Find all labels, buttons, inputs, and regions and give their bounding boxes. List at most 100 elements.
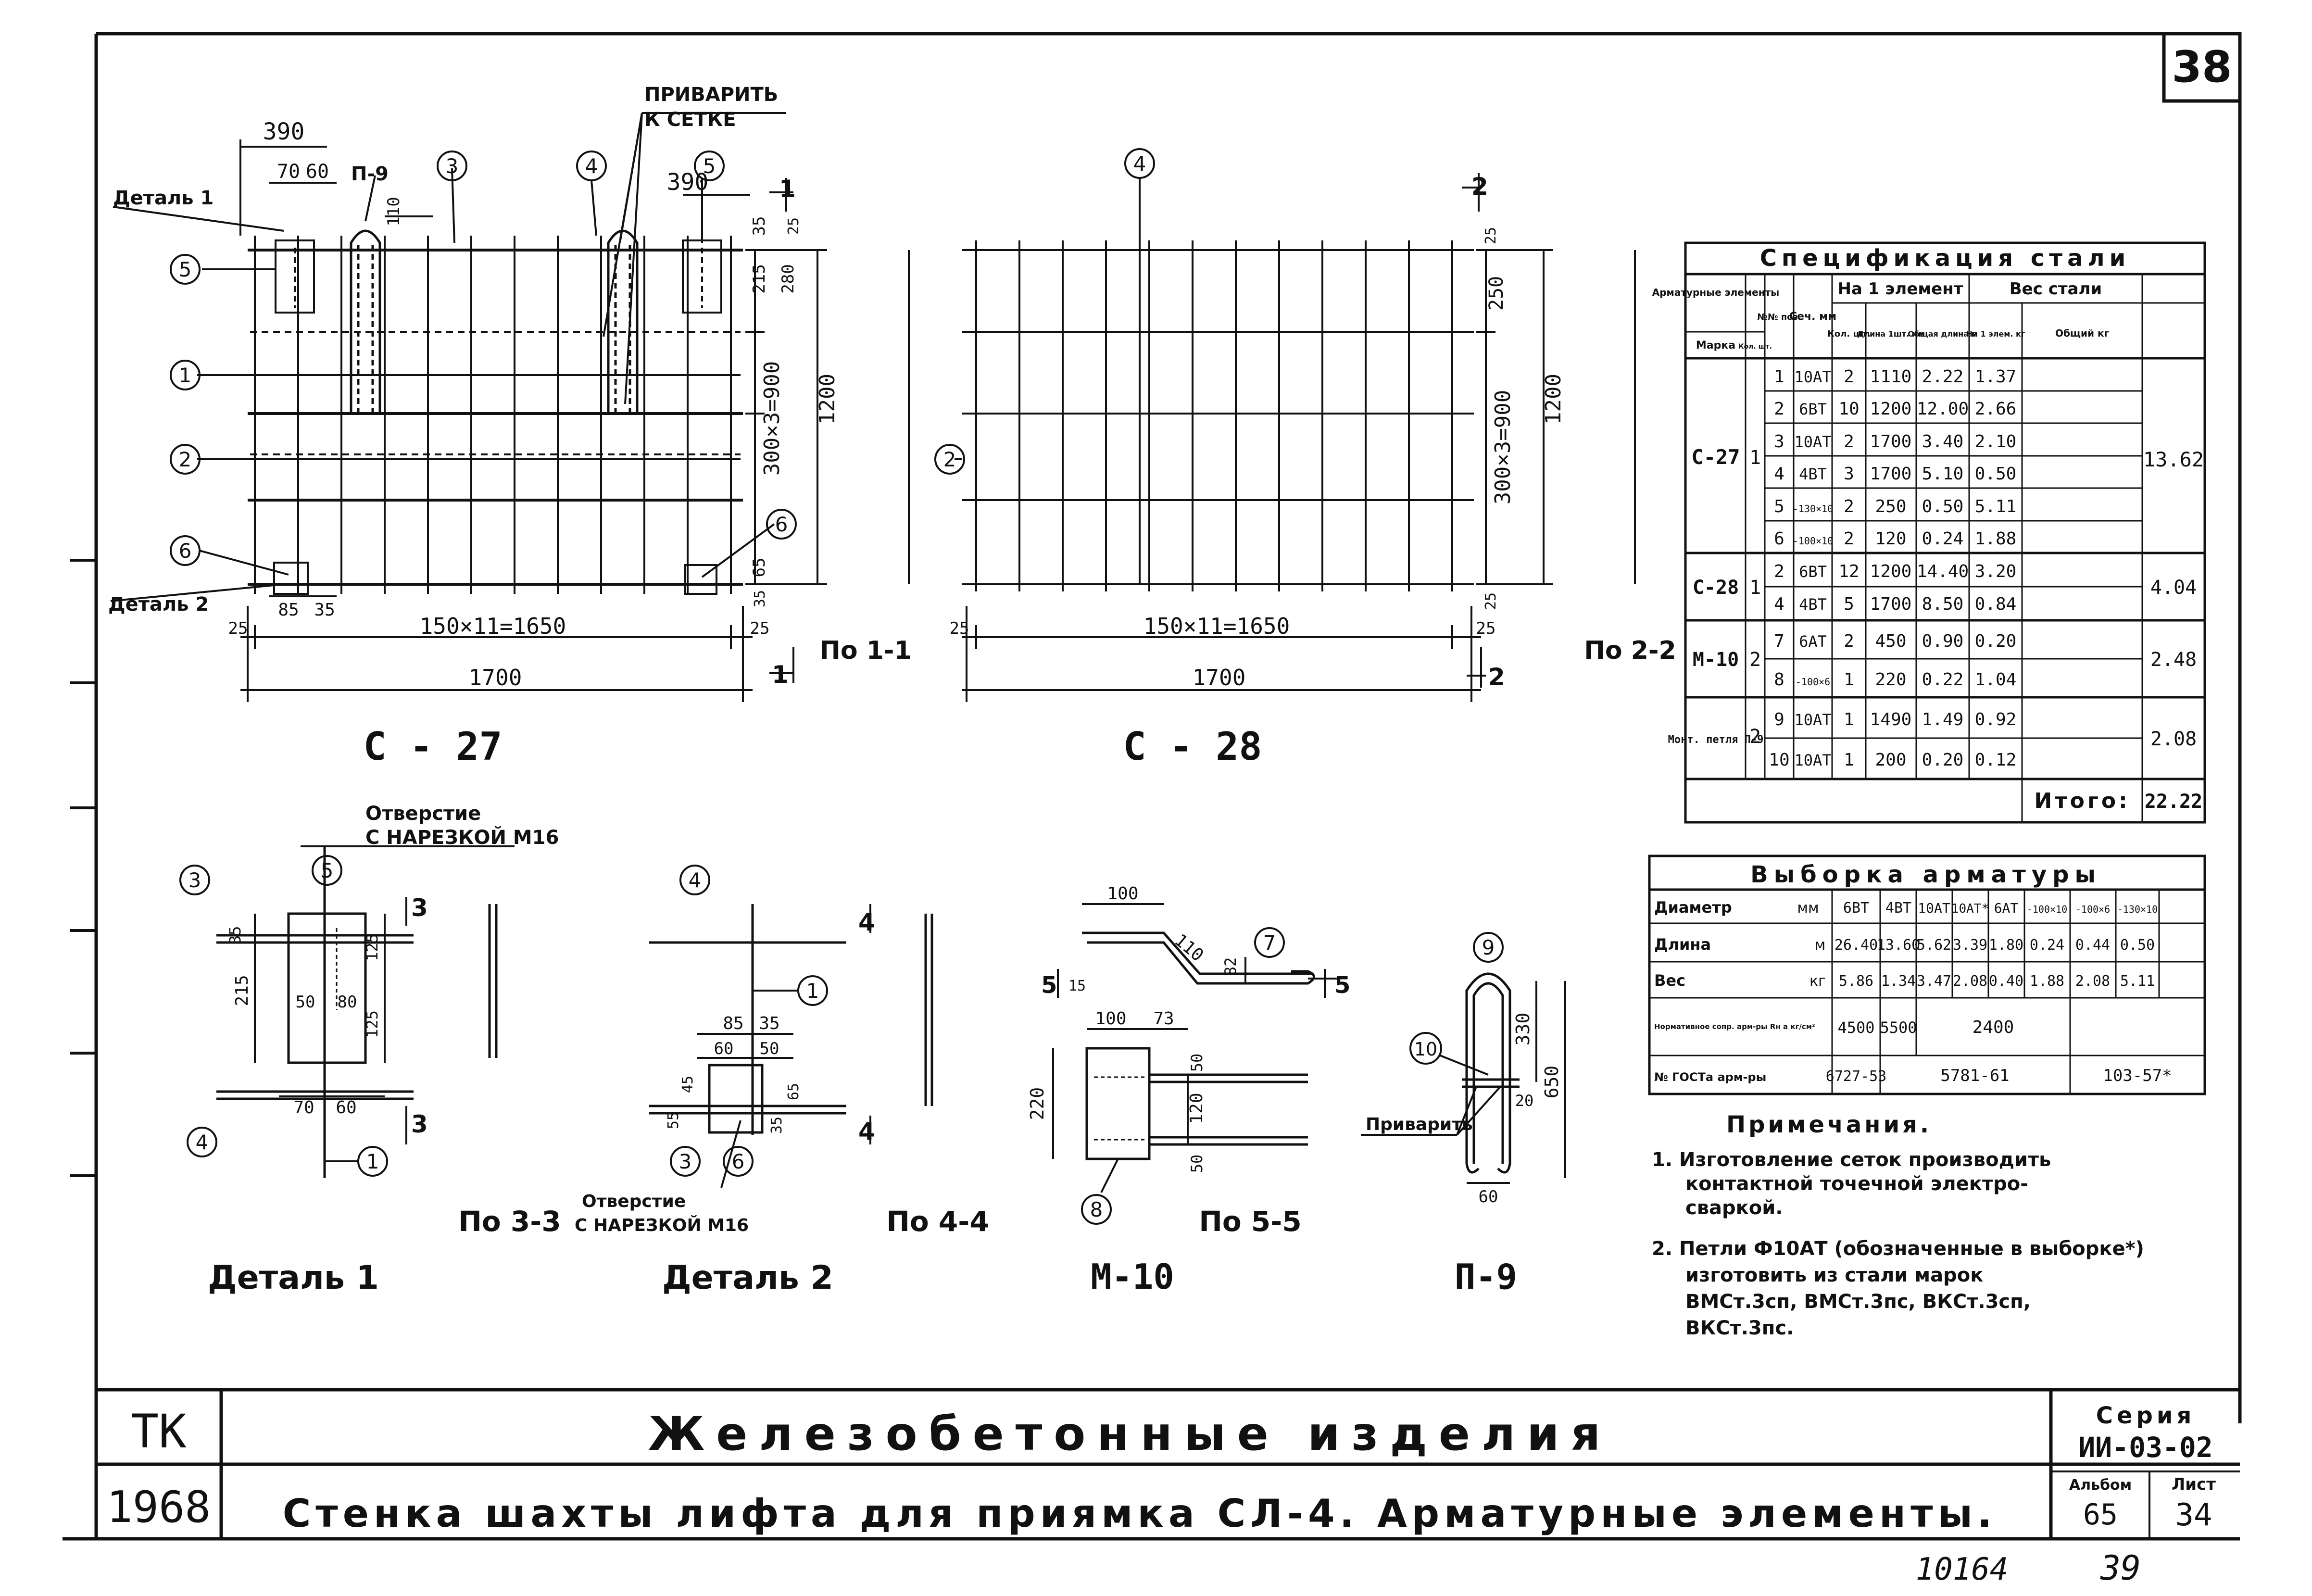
detail1-dim-50: 50	[296, 993, 315, 1012]
svg-text:9: 9	[1774, 710, 1784, 729]
detail1-cut-bottom: 3	[411, 1110, 428, 1138]
svg-text:13.62: 13.62	[2143, 448, 2204, 471]
c28-dim-25r: 25	[1476, 619, 1496, 638]
svg-text:10АТ: 10АТ	[1794, 711, 1831, 729]
c27-label: С - 27	[364, 724, 503, 769]
svg-text:1.37: 1.37	[1975, 367, 2017, 387]
svg-text:12.00: 12.00	[1917, 399, 1969, 419]
svg-text:1700: 1700	[1870, 594, 1912, 614]
svg-text:0.24: 0.24	[2030, 937, 2064, 954]
svg-text:2.08: 2.08	[1953, 973, 1987, 990]
svg-text:5781-61: 5781-61	[1940, 1066, 2009, 1085]
svg-text:200: 200	[1875, 750, 1906, 770]
spec-h-total-len: Общая длина м	[1908, 329, 1977, 339]
svg-text:2.22: 2.22	[1922, 367, 1964, 387]
detail2-drawing: 85 35 60 50 45 55 35 65 4 4 Отверстие С …	[575, 865, 989, 1238]
c28-dim-1200: 1200	[1541, 374, 1566, 425]
c28-cut-bottom: 2	[1488, 663, 1505, 691]
svg-text:4ВТ: 4ВТ	[1885, 900, 1911, 917]
svg-text:0.44: 0.44	[2075, 937, 2110, 954]
svg-text:6: 6	[179, 539, 192, 563]
sheet-number: 38	[2172, 42, 2232, 92]
mesh-c27	[248, 229, 743, 595]
svg-text:1: 1	[1844, 710, 1854, 729]
svg-text:мм: мм	[1797, 900, 1819, 917]
svg-text:8.50: 8.50	[1922, 594, 1964, 614]
svg-text:2.48: 2.48	[2150, 649, 2197, 671]
detail1-label: Деталь 1	[208, 1259, 379, 1297]
svg-text:3.20: 3.20	[1975, 562, 2017, 581]
sel-row-resistance: Нормативное сопр. арм-ры Rн а кг/см² 450…	[1654, 1018, 2014, 1037]
c27-detail1-ref: Деталь 1	[113, 187, 214, 209]
svg-text:10АТ: 10АТ	[1794, 433, 1831, 451]
spec-row: 4 4ВТ 5 1700 8.50 0.84	[1774, 594, 2016, 614]
c27-dimensions: 390 70 60 110 390 35 25 215 280 300×3=90…	[228, 118, 840, 702]
title-block: ТК 1968 Железобетонные изделия Стенка ша…	[96, 1388, 2240, 1539]
svg-text:1200: 1200	[1870, 399, 1912, 419]
svg-text:0.20: 0.20	[1975, 631, 2017, 651]
note-2-line-2: изготовить из стали марок	[1685, 1264, 1983, 1286]
svg-text:-100×6: -100×6	[1796, 676, 1830, 688]
spec-h-length: Длина 1шт. мм	[1857, 329, 1924, 339]
svg-text:1: 1	[1844, 750, 1854, 770]
detail1-drawing: Отверстие С НАРЕЗКОЙ М16 35 215 125 125 …	[179, 803, 561, 1238]
svg-text:10АТ*: 10АТ*	[1951, 902, 1989, 916]
sel-row-length: Длина м 26.40 13.60 5.62 3.39 1.80 0.24 …	[1654, 935, 2155, 954]
spec-total-label: Итого:	[2034, 789, 2130, 813]
detail2-mark-4: 4	[679, 865, 710, 895]
svg-text:3.40: 3.40	[1922, 432, 1964, 452]
title-year: 1968	[107, 1482, 211, 1533]
svg-text:0.84: 0.84	[1975, 594, 2017, 614]
svg-text:5.11: 5.11	[2120, 973, 2155, 990]
c27-callouts: ПРИВАРИТЬ К СЕТКЕ Деталь 1 Деталь 2 П-9 …	[108, 84, 797, 616]
m10-mark-7: 7	[1254, 927, 1285, 958]
svg-text:6: 6	[775, 513, 788, 536]
svg-text:4: 4	[689, 868, 702, 892]
c28-mark-4: 4	[1124, 148, 1155, 179]
svg-text:1110: 1110	[1870, 367, 1912, 387]
m10-section: По 5-5	[1199, 1205, 1301, 1238]
detail2-dim-85: 85	[723, 1014, 743, 1033]
svg-text:5.62: 5.62	[1917, 937, 1951, 954]
c28-dim-300x3: 300×3=900	[1491, 390, 1515, 504]
p9-dim-20: 20	[1515, 1092, 1534, 1110]
c28-dim-250: 250	[1485, 276, 1508, 311]
c27-dim-35c: 35	[314, 600, 335, 620]
c28-dim-150x11: 150×11=1650	[1143, 613, 1290, 639]
detail2-cut-bottom: 4	[858, 1118, 875, 1145]
svg-text:0.24: 0.24	[1922, 529, 1964, 549]
c27-dim-25l: 25	[228, 619, 248, 638]
archive-number: 10164	[1916, 1552, 2009, 1587]
detail2-dim-55: 55	[665, 1112, 682, 1129]
svg-text:10: 10	[1414, 1039, 1437, 1060]
svg-text:6ВТ: 6ВТ	[1799, 400, 1827, 418]
c27-dim-70: 70	[277, 161, 300, 183]
c27-detail2-ref: Деталь 2	[108, 593, 209, 616]
detail1-hole-note-1: Отверстие	[365, 803, 481, 825]
lifting-loop-left	[350, 229, 381, 414]
spec-h-pos: №№ поз.	[1757, 312, 1801, 322]
m10-dim-73: 73	[1153, 1009, 1174, 1029]
sheet-number-box: 38	[2162, 32, 2242, 103]
svg-text:220: 220	[1875, 670, 1906, 690]
c27-dim-25r: 25	[750, 619, 770, 638]
c27-dim-35b: 35	[752, 590, 768, 607]
notes: Примечания. 1. Изготовление сеток произв…	[1652, 1111, 2144, 1339]
svg-text:2.10: 2.10	[1975, 432, 2017, 452]
svg-text:3: 3	[446, 154, 459, 178]
svg-text:1: 1	[806, 979, 819, 1003]
spec-row: 7 6АТ 2 450 0.90 0.20	[1774, 631, 2016, 651]
series-value: ИИ-03-02	[2078, 1431, 2212, 1464]
m10-dim-50b: 50	[1188, 1155, 1206, 1173]
detail2-mark-1: 1	[797, 975, 828, 1006]
spec-h-mark: Марка	[1696, 339, 1735, 352]
detail1-mark-3: 3	[179, 865, 210, 895]
svg-text:0.40: 0.40	[1989, 973, 2023, 990]
spec-row: 8 -100×6 1 220 0.22 1.04	[1774, 670, 2016, 690]
spec-h-w-per: На 1 элем. кг	[1966, 329, 2025, 339]
detail2-mark-3: 3	[670, 1146, 701, 1177]
sheet-frame	[63, 32, 2242, 1541]
svg-text:13.60: 13.60	[1877, 937, 1920, 954]
spec-total-value: 22.22	[2145, 791, 2202, 813]
detail2-dim-45: 45	[679, 1076, 696, 1093]
